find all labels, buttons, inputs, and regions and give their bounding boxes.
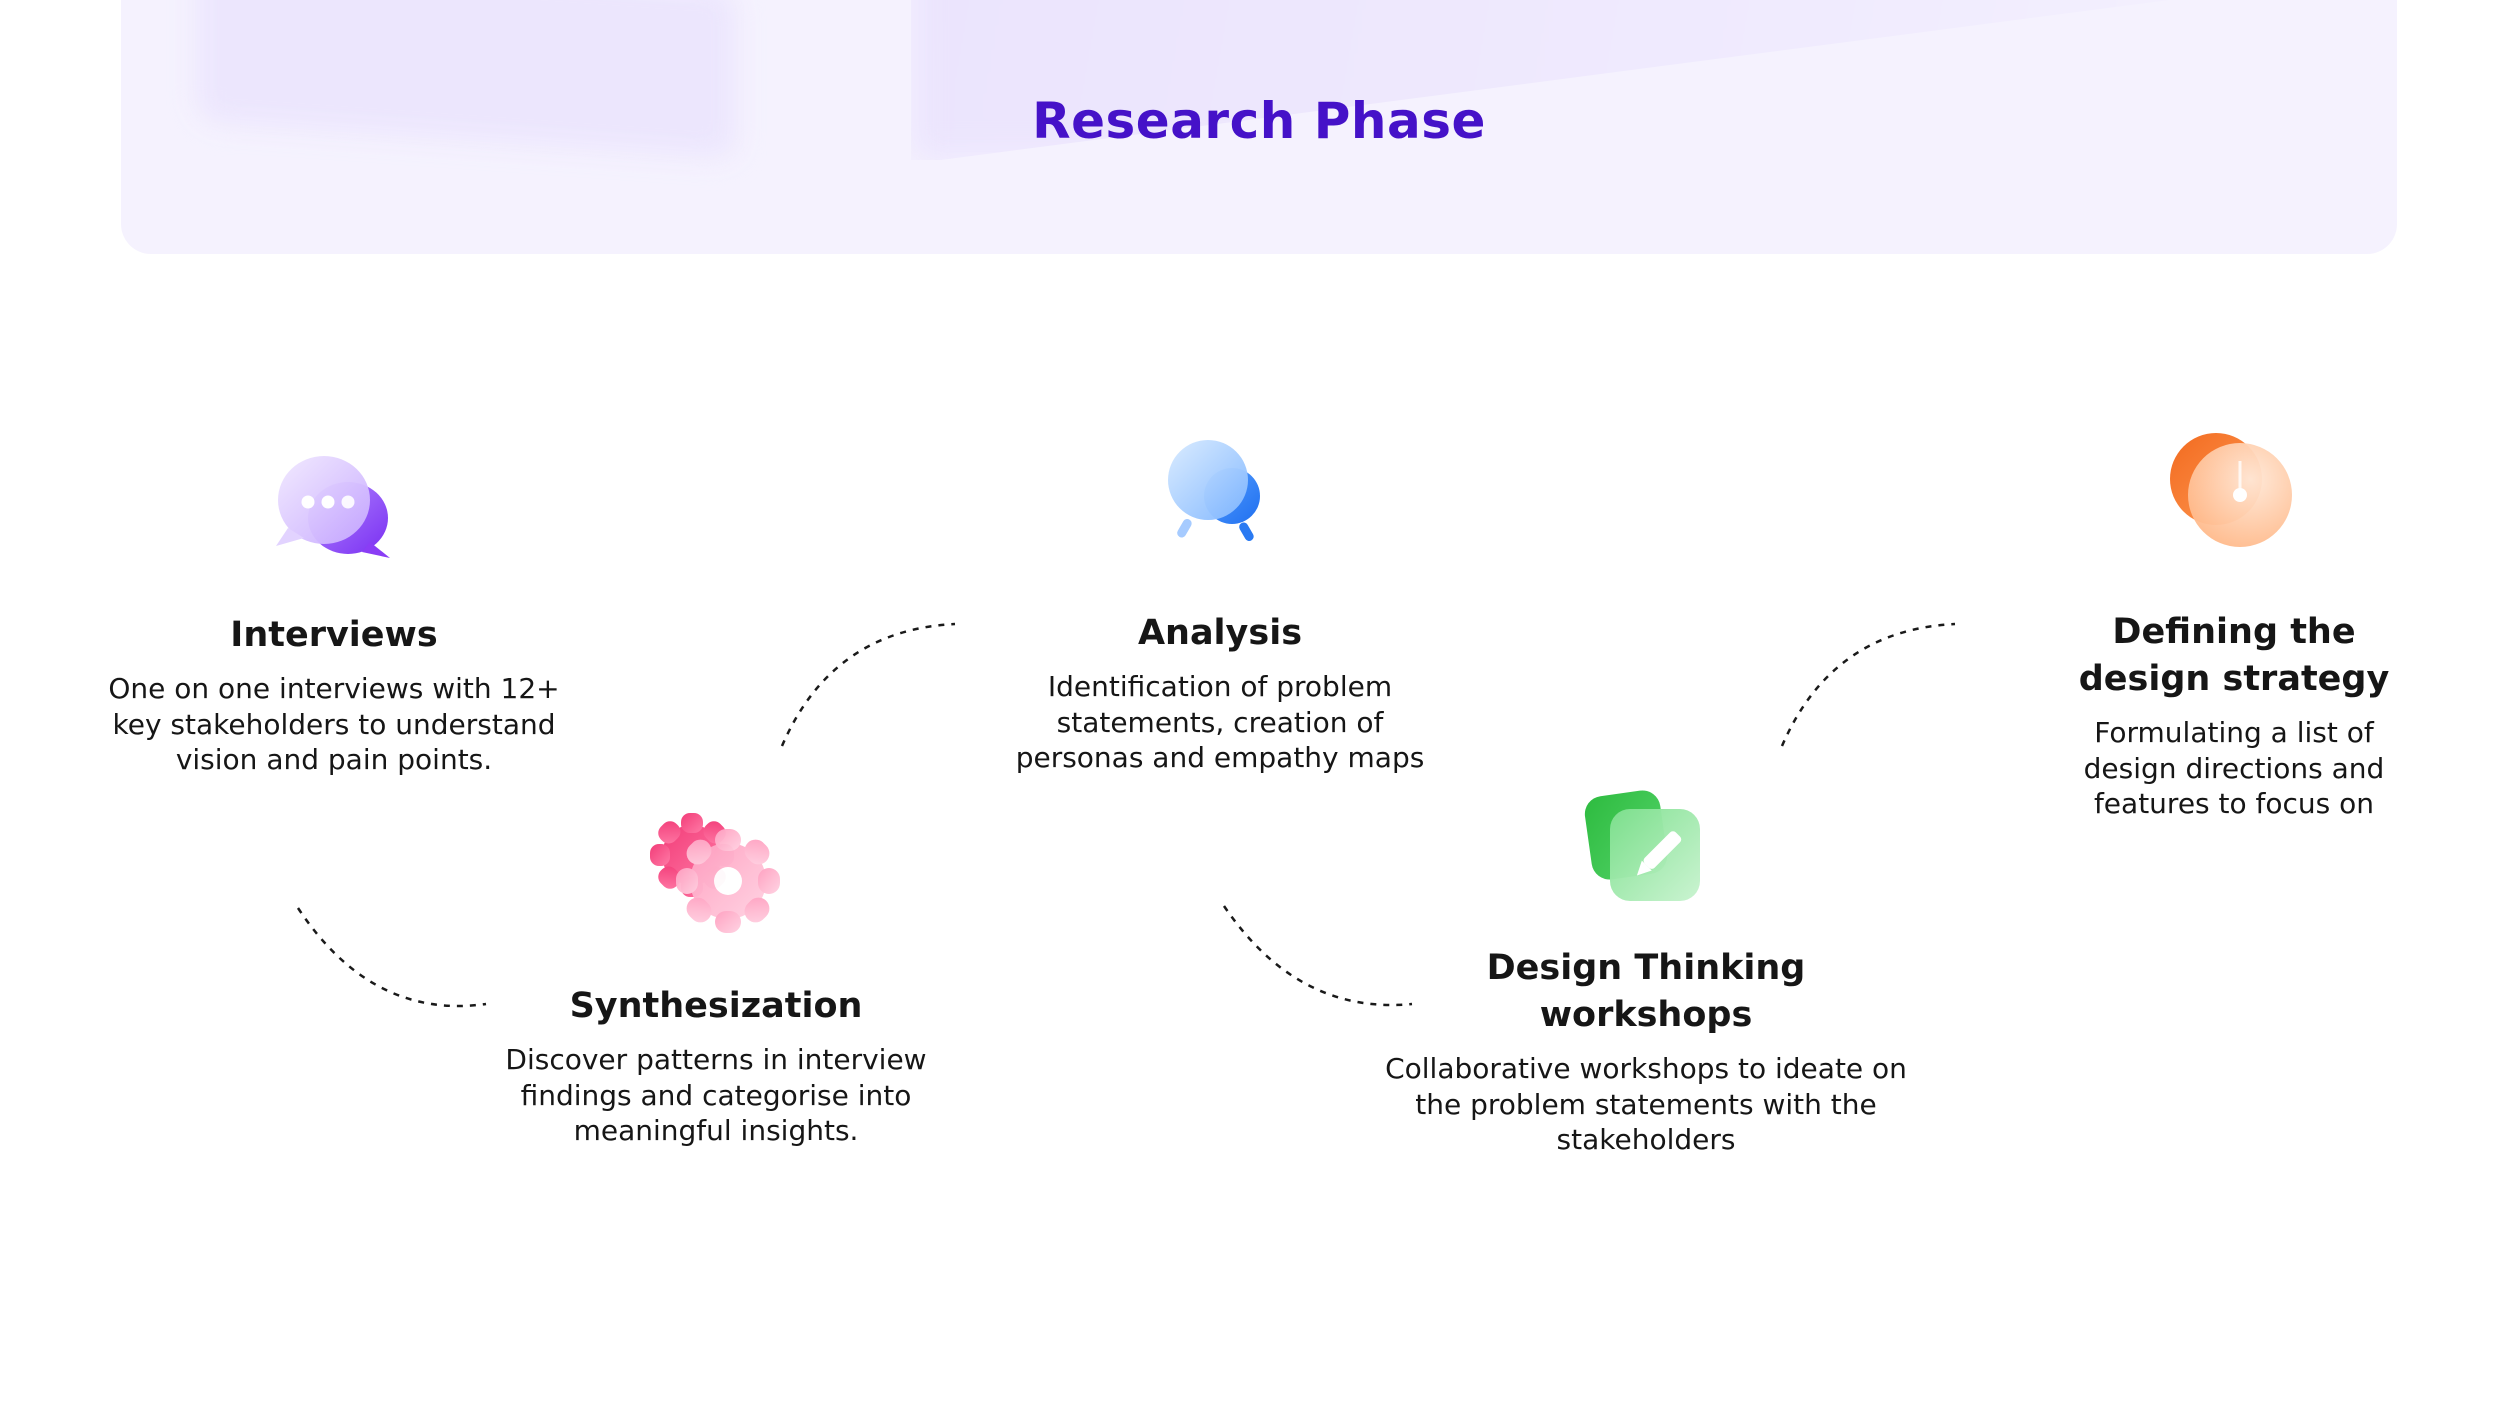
step-title: Analysis	[1137, 613, 1303, 653]
step-title: Design Thinking workshops	[1486, 948, 1806, 1035]
connector-interviews-synthesization	[296, 907, 487, 1008]
header-banner: Research Phase	[121, 0, 2397, 254]
step-title: Defining the design strategy	[2078, 612, 2390, 699]
step-description: One on one interviews with 12+ key stake…	[108, 672, 560, 776]
gears-icon	[650, 813, 780, 933]
step-description: Collaborative workshops to ideate on the…	[1385, 1052, 1907, 1156]
connector-analysis-design-thinking	[1222, 905, 1413, 1007]
step-strategy: Defining the design strategy Formulating…	[2048, 433, 2420, 822]
chat-bubbles-icon	[276, 456, 390, 558]
target-dial-icon	[2170, 433, 2292, 547]
step-design-thinking: Design Thinking workshops Collaborative …	[1380, 790, 1912, 1158]
magnifier-icon	[1168, 440, 1260, 542]
connector-synthesization-analysis	[780, 622, 956, 747]
sticky-notes-pencil-icon	[1584, 790, 1700, 901]
connector-design-thinking-strategy	[1780, 622, 1956, 747]
step-description: Formulating a list of design directions …	[2083, 716, 2385, 820]
step-title: Interviews	[230, 615, 438, 655]
step-synthesization: Synthesization Discover patterns in inte…	[490, 813, 942, 1149]
step-interviews: Interviews One on one interviews with 12…	[108, 456, 560, 778]
page-title: Research Phase	[1032, 92, 1486, 150]
step-analysis: Analysis Identification of problem state…	[994, 440, 1446, 776]
step-description: Discover patterns in interview findings …	[505, 1043, 927, 1147]
step-description: Identification of problem statements, cr…	[1015, 670, 1425, 774]
step-title: Synthesization	[569, 986, 863, 1026]
